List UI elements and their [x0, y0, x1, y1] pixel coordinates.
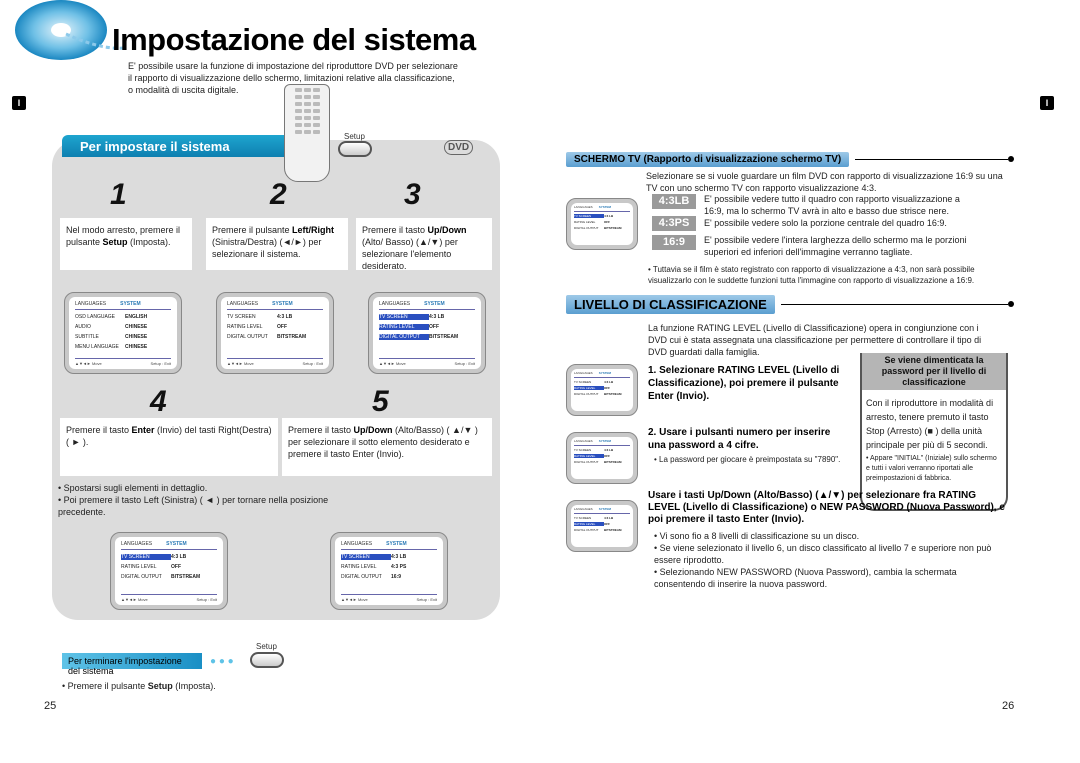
- list-item: • Spostarsi sugli elementi in dettaglio.: [58, 483, 208, 493]
- ratio-badge: 4:3LB: [652, 194, 696, 209]
- page-number-left: 25: [44, 700, 57, 712]
- step-number: 1: [110, 178, 127, 211]
- step-3-text: Premere il tasto Up/Down (Alto/ Basso) (…: [356, 218, 492, 271]
- step-4-text: Premere il tasto Enter (Invio) del tasti…: [60, 418, 278, 476]
- rating-step-3: Usare i tasti Up/Down (Alto/Basso) (▲/▼)…: [648, 490, 1005, 525]
- tv-screen-note: • Tuttavia se il film è stato registrato…: [648, 265, 975, 285]
- ratio-desc: E' possibile vedere solo la porzione cen…: [704, 218, 947, 228]
- rating-step-1: 1. Selezionare RATING LEVEL (Livello di …: [648, 365, 840, 402]
- list-item: • Poi premere il tasto Left (Sinistra) (…: [58, 495, 329, 517]
- forgotten-password-box: Se viene dimenticata la password per il …: [860, 353, 1008, 511]
- rating-intro: La funzione RATING LEVEL (Livello di Cla…: [648, 323, 982, 357]
- step-number: 2: [270, 178, 287, 211]
- language-tab-right: I: [1040, 96, 1054, 110]
- end-note: • Premere il pulsante Setup (Imposta).: [62, 681, 216, 691]
- setup-button-icon: [338, 141, 372, 157]
- setup-label: Setup: [256, 642, 277, 651]
- dots-icon: ● ● ●: [210, 656, 234, 667]
- step-2-text: Premere il pulsante Left/Right (Sinistra…: [206, 218, 348, 270]
- setup-button-icon: [250, 652, 284, 668]
- ratio-desc: E' possibile vedere l'intera larghezza d…: [704, 235, 967, 257]
- step-number: 3: [404, 178, 421, 211]
- rating-bullets: • Vi sono fio a 8 livelli di classificaz…: [654, 530, 998, 590]
- setup-label: Setup: [344, 132, 365, 141]
- ratio-badge: 16:9: [652, 235, 696, 250]
- step-5-text: Premere il tasto Up/Down (Alto/Basso) ( …: [282, 418, 492, 476]
- page-number-right: 26: [1002, 700, 1015, 712]
- language-tab-left: I: [12, 96, 26, 110]
- intro-text: E' possibile usare la funzione di impost…: [128, 61, 458, 95]
- list-item: • Vi sono fio a 8 livelli di classificaz…: [654, 531, 860, 541]
- step-number: 4: [150, 385, 167, 418]
- end-setup-bar: Per terminare l'impostazione del sistema: [62, 653, 202, 676]
- page-title: Impostazione del sistema: [112, 22, 476, 57]
- section-title-setup: Per impostare il sistema: [62, 135, 284, 157]
- remote-control-icon: [284, 84, 330, 182]
- ratio-desc: E' possibile vedere tutto il quadro con …: [704, 194, 960, 216]
- step-number: 5: [372, 385, 389, 418]
- disc-graphic: [15, 0, 125, 60]
- tv-screen-intro: Selezionare se si vuole guardare un film…: [646, 171, 1003, 193]
- ratio-badge: 4:3PS: [652, 216, 696, 231]
- dvd-logo: DVD: [444, 140, 474, 155]
- step-1-text: Nel modo arresto, premere il pulsante Se…: [60, 218, 192, 270]
- list-item: • Se viene selezionato il livello 6, un …: [654, 543, 992, 565]
- rating-step-2-note: • La password per giocare è preimpostata…: [654, 455, 841, 464]
- section-header-tv-screen: SCHERMO TV (Rapporto di visualizzazione …: [566, 150, 1014, 168]
- rating-step-2: 2. Usare i pulsanti numero per inserire …: [648, 427, 831, 451]
- section-header-rating: LIVELLO DI CLASSIFICAZIONE: [566, 294, 1014, 314]
- tips-list: • Spostarsi sugli elementi in dettaglio.…: [58, 482, 358, 518]
- list-item: • Selezionando NEW PASSWORD (Nuova Passw…: [654, 567, 957, 589]
